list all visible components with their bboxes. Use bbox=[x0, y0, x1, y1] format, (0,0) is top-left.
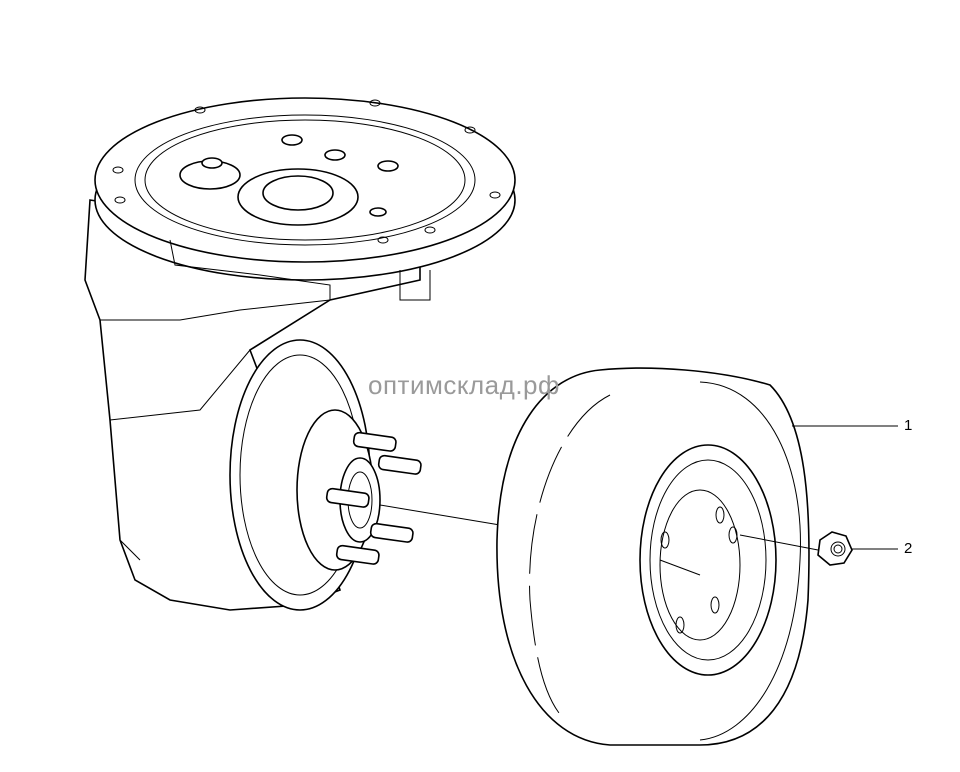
wheel bbox=[496, 367, 810, 746]
callout-1: 1 bbox=[904, 417, 913, 434]
flange-bolt-holes bbox=[112, 99, 501, 244]
nut-axis-line bbox=[739, 534, 819, 551]
watermark: оптимсклад.рф bbox=[368, 370, 560, 400]
wheel-studs bbox=[325, 431, 422, 565]
wheel-nut bbox=[817, 531, 853, 566]
drive-unit-housing bbox=[84, 97, 516, 611]
callout-2: 2 bbox=[904, 540, 913, 557]
center-axis-line bbox=[379, 504, 501, 526]
